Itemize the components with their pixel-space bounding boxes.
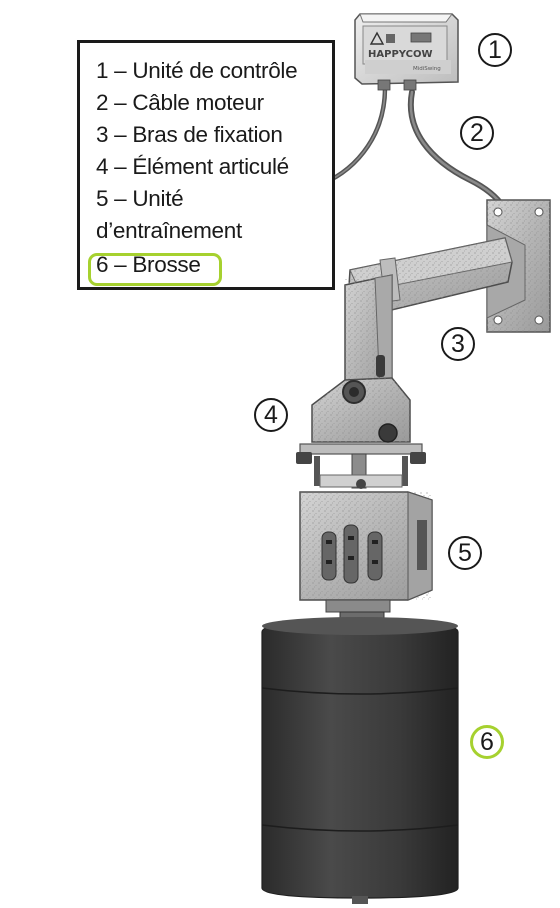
legend-item-2: 2 – Câble moteur (96, 90, 264, 115)
legend-item-6: 6 – Brosse (96, 252, 201, 277)
legend-item-3: 3 – Bras de fixation (96, 122, 283, 147)
drive-unit-vent-slots (321, 524, 383, 584)
legend-box: 1 – Unité de contrôle 2 – Câble moteur 3… (77, 40, 335, 290)
brush (261, 617, 459, 904)
control-unit: HAPPYCOW MidiSwing (354, 13, 459, 91)
legend-highlight-frame (88, 253, 222, 286)
drive-unit (299, 491, 433, 625)
callout-2: 2 (460, 116, 494, 150)
control-unit-brand: HAPPYCOW (368, 49, 433, 60)
legend-item-5: 5 – Unité (96, 186, 184, 211)
wall-plate (486, 199, 551, 333)
callout-4: 4 (254, 398, 288, 432)
legend-item-5-continued: d’entraînement (96, 218, 242, 243)
articulated-element (296, 274, 426, 489)
control-unit-model: MidiSwing (413, 66, 441, 72)
callout-5: 5 (448, 536, 482, 570)
callout-6: 6 (470, 725, 504, 759)
callout-1: 1 (478, 33, 512, 67)
legend-item-1: 1 – Unité de contrôle (96, 58, 298, 83)
callout-3: 3 (441, 327, 475, 361)
legend-item-4: 4 – Élément articulé (96, 154, 289, 179)
